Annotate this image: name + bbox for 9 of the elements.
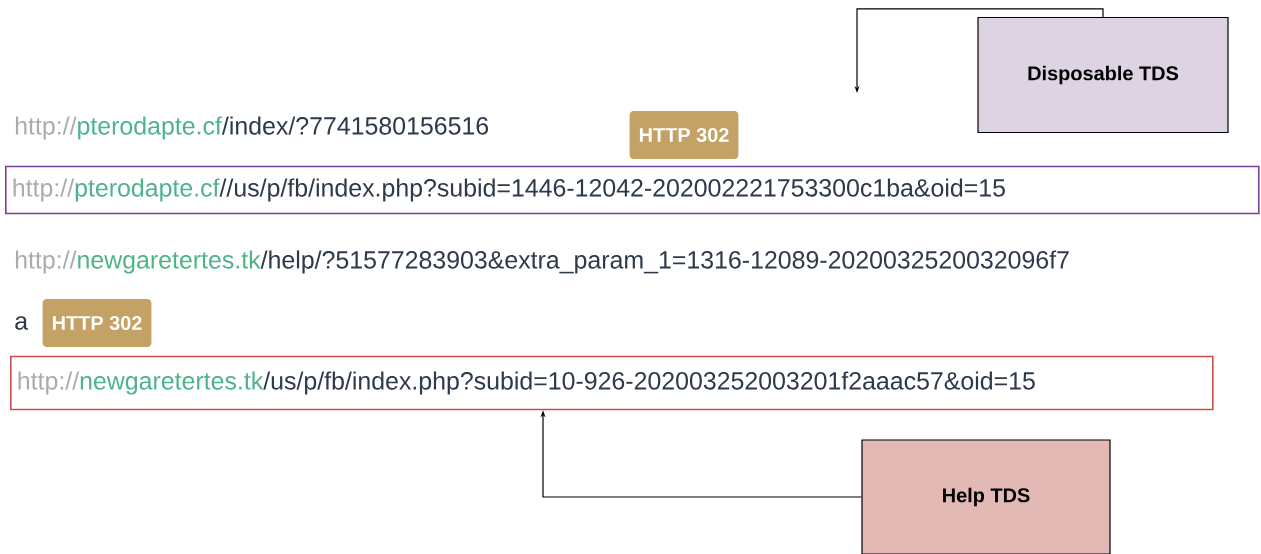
url-text: http://newgaretertes.tk/help/?51577283903&extra_param_1=1316-12089-2020032520032096f7 xyxy=(15,250,1069,274)
url-text: http://pterodapte.cf/index/?7741580156516 xyxy=(15,116,489,140)
status-badge: HTTP 302 xyxy=(629,111,739,159)
process-box: Help TDS xyxy=(861,439,1111,554)
url-text: a xyxy=(15,316,29,330)
status-badge: HTTP 302 xyxy=(42,299,152,347)
process-box: Disposable TDS xyxy=(977,16,1229,134)
url-box: http://pterodapte.cf//us/p/fb/index.php?subid=1446-12042-202002221753300c1ba&oid=15 xyxy=(5,165,1260,215)
url-box: http://newgaretertes.tk/us/p/fb/index.php?subid=10-926-202003252003201f2aaac57&oid=15 xyxy=(10,355,1214,411)
